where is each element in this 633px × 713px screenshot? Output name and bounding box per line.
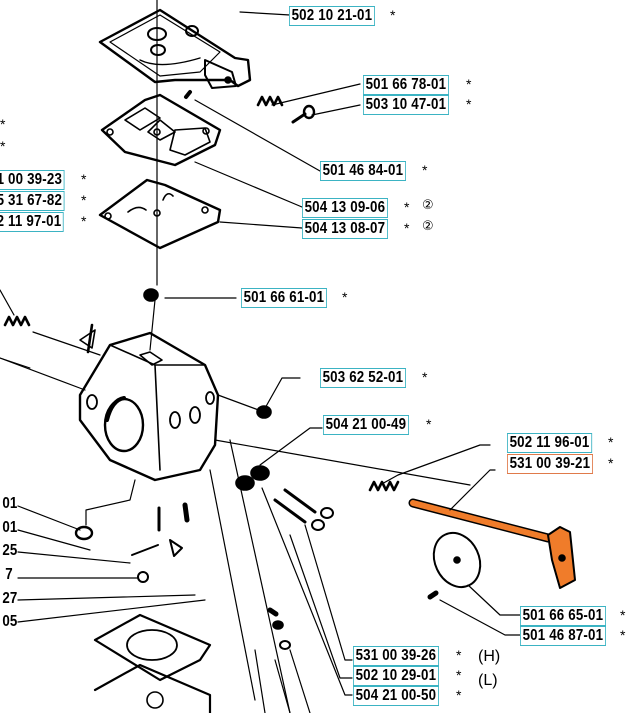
- truncated-label[interactable]: 7: [5, 566, 13, 583]
- part-label-504-13-08-07[interactable]: 504 13 08-07: [302, 219, 388, 239]
- pump-gasket-part: [100, 93, 222, 167]
- asterisk-mark: *: [456, 647, 462, 663]
- part-label-504-21-00-50[interactable]: 504 21 00-50: [353, 686, 439, 706]
- truncated-label[interactable]: 01: [2, 495, 17, 512]
- part-label-502-10-29-01[interactable]: 502 10 29-01: [353, 666, 439, 686]
- part-label-531-00-39-26[interactable]: 531 00 39-26: [353, 646, 439, 666]
- asterisk-mark: *: [422, 369, 428, 385]
- asterisk-mark: *: [404, 220, 410, 236]
- asterisk-mark: *: [0, 116, 6, 132]
- part-label-501-46-84-01[interactable]: 501 46 84-01: [320, 161, 406, 181]
- truncated-label[interactable]: 05: [2, 613, 17, 630]
- asterisk-mark: *: [426, 416, 432, 432]
- asterisk-mark: *: [456, 667, 462, 683]
- asterisk-mark: *: [342, 289, 348, 305]
- part-label-501-66-78-01[interactable]: 501 66 78-01: [363, 75, 449, 95]
- carburetor-body-part: [78, 323, 220, 482]
- asterisk-mark: *: [81, 213, 87, 229]
- pump-cover-part: [98, 8, 252, 89]
- low-speed-note: (L): [478, 672, 498, 689]
- asterisk-mark: *: [422, 162, 428, 178]
- high-speed-note: (H): [478, 648, 501, 665]
- part-label-504-13-09-06[interactable]: 504 13 09-06: [302, 198, 388, 218]
- truncated-label[interactable]: 25: [2, 542, 17, 559]
- part-label-502-11-96-01[interactable]: 502 11 96-01: [507, 433, 593, 453]
- part-label-501-46-87-01[interactable]: 501 46 87-01: [520, 626, 606, 646]
- throttle-valve-part: [432, 531, 482, 589]
- asterisk-mark: *: [456, 687, 462, 703]
- asterisk-mark: *: [608, 434, 614, 450]
- quantity-badge: ②: [422, 198, 434, 213]
- truncated-label[interactable]: 27: [2, 590, 17, 607]
- throttle-shaft-part: [408, 498, 576, 589]
- truncated-label[interactable]: 01: [2, 519, 17, 536]
- part-label-502-10-21-01[interactable]: 502 10 21-01: [289, 6, 375, 26]
- part-label-531-00-39-21-selected[interactable]: 531 00 39-21: [507, 454, 593, 474]
- asterisk-mark: *: [466, 96, 472, 112]
- part-label-left-3[interactable]: 2 11 97-01: [0, 212, 64, 232]
- asterisk-mark: *: [0, 138, 6, 154]
- asterisk-mark: *: [608, 455, 614, 471]
- asterisk-mark: *: [81, 171, 87, 187]
- part-label-501-66-65-01[interactable]: 501 66 65-01: [520, 606, 606, 626]
- quantity-badge: ②: [422, 219, 434, 234]
- asterisk-mark: *: [404, 199, 410, 215]
- part-label-504-21-00-49[interactable]: 504 21 00-49: [323, 415, 409, 435]
- part-label-left-2[interactable]: 5 31 67-82: [0, 191, 65, 211]
- spring-part: [256, 95, 284, 107]
- part-label-left-1[interactable]: 1 00 39-23: [0, 170, 65, 190]
- asterisk-mark: *: [620, 607, 626, 623]
- diaphragm-part: [98, 178, 222, 250]
- asterisk-mark: *: [81, 192, 87, 208]
- asterisk-mark: *: [466, 76, 472, 92]
- part-label-503-10-47-01[interactable]: 503 10 47-01: [363, 95, 449, 115]
- asterisk-mark: *: [620, 627, 626, 643]
- asterisk-mark: *: [390, 7, 396, 23]
- part-label-503-62-52-01[interactable]: 503 62 52-01: [320, 368, 406, 388]
- part-label-501-66-61-01[interactable]: 501 66 61-01: [241, 288, 327, 308]
- screw-part: [291, 104, 316, 124]
